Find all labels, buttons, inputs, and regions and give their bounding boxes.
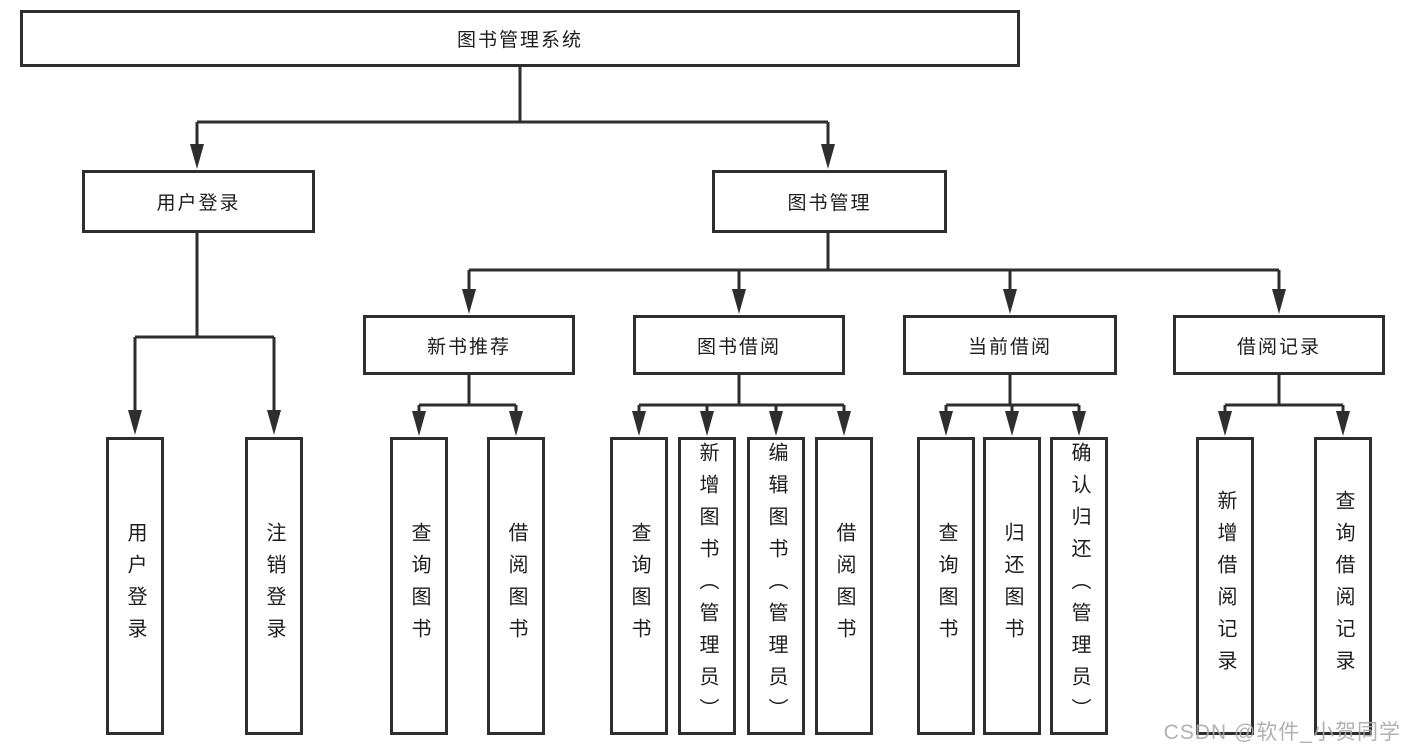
- node-user-login: 用户登录: [82, 170, 315, 233]
- node-borrowing-records: 借阅记录: [1173, 315, 1385, 375]
- leaf-cb-return-books-label: 归还图书: [1001, 522, 1023, 650]
- leaf-br-query-record: 查询借阅记录: [1314, 437, 1372, 735]
- leaf-br-add-record-label: 新增借阅记录: [1214, 490, 1236, 682]
- leaf-bb-borrow-books: 借阅图书: [815, 437, 873, 735]
- leaf-bb-add-books-admin: 新增图书（管理员）: [678, 437, 736, 735]
- leaf-cb-return-books: 归还图书: [983, 437, 1041, 735]
- leaf-br-query-record-label: 查询借阅记录: [1332, 490, 1354, 682]
- leaf-user-login-label: 用户登录: [124, 522, 146, 650]
- leaf-cb-confirm-return-admin: 确认归还（管理员）: [1050, 437, 1108, 735]
- leaf-bb-edit-books-admin: 编辑图书（管理员）: [747, 437, 805, 735]
- leaf-cb-confirm-return-admin-label: 确认归还（管理员）: [1068, 442, 1090, 730]
- leaf-cb-query-books-label: 查询图书: [935, 522, 957, 650]
- leaf-cb-query-books: 查询图书: [917, 437, 975, 735]
- node-book-management: 图书管理: [712, 170, 947, 233]
- node-borrowing-records-label: 借阅记录: [1236, 336, 1321, 358]
- leaf-user-login: 用户登录: [106, 437, 164, 735]
- node-book-borrowing-label: 图书借阅: [696, 336, 781, 358]
- node-book-management-label: 图书管理: [787, 193, 872, 214]
- node-root-label: 图书管理系统: [456, 30, 583, 51]
- csdn-watermark: CSDN @软件_小贺同学: [1163, 721, 1401, 744]
- node-book-borrowing: 图书借阅: [633, 315, 845, 375]
- leaf-logout-label: 注销登录: [263, 522, 285, 650]
- leaf-nbr-borrow-books: 借阅图书: [487, 437, 545, 735]
- node-new-book-recommendation-label: 新书推荐: [426, 336, 511, 358]
- leaf-bb-borrow-books-label: 借阅图书: [833, 522, 855, 650]
- leaf-bb-add-books-admin-label: 新增图书（管理员）: [696, 442, 718, 730]
- leaf-br-add-record: 新增借阅记录: [1196, 437, 1254, 735]
- node-current-borrowing-label: 当前借阅: [967, 336, 1052, 358]
- node-root: 图书管理系统: [20, 10, 1020, 67]
- leaf-bb-query-books: 查询图书: [610, 437, 668, 735]
- leaf-nbr-query-books: 查询图书: [390, 437, 448, 735]
- node-user-login-label: 用户登录: [156, 193, 241, 214]
- node-current-borrowing: 当前借阅: [903, 315, 1117, 375]
- node-new-book-recommendation: 新书推荐: [363, 315, 575, 375]
- leaf-logout: 注销登录: [245, 437, 303, 735]
- leaf-nbr-borrow-books-label: 借阅图书: [505, 522, 527, 650]
- leaf-bb-edit-books-admin-label: 编辑图书（管理员）: [765, 442, 787, 730]
- leaf-bb-query-books-label: 查询图书: [628, 522, 650, 650]
- leaf-nbr-query-books-label: 查询图书: [408, 522, 430, 650]
